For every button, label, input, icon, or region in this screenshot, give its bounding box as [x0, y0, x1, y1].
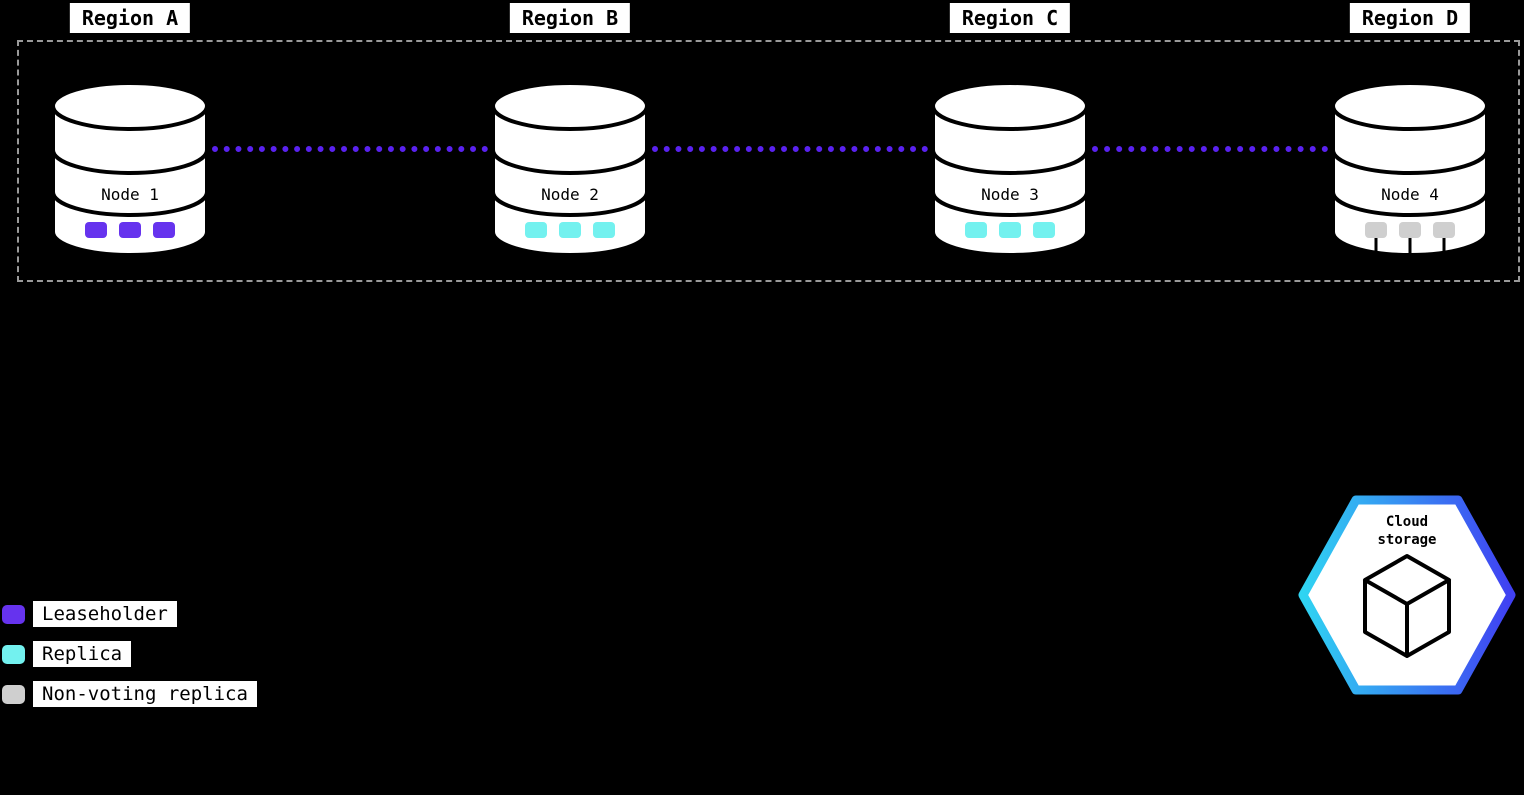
legend-label: Replica — [33, 641, 132, 667]
cylinder-top — [931, 81, 1089, 131]
node-label: Node 3 — [981, 185, 1039, 204]
node-label: Node 4 — [1381, 185, 1439, 204]
replica-range-icon — [559, 222, 581, 238]
replication-link-1-2 — [212, 146, 488, 152]
region-label-b: Region B — [509, 3, 631, 33]
cluster-boundary — [17, 40, 1520, 282]
legend-label: Non-voting replica — [33, 681, 257, 707]
replica-swatch — [2, 644, 25, 664]
cloud-storage-label-line2: storage — [1377, 532, 1436, 548]
replication-link-2-3 — [652, 146, 928, 152]
replica-range-icon — [965, 222, 987, 238]
database-node-4: Node 4 — [1331, 81, 1489, 257]
replica-range-icon — [999, 222, 1021, 238]
node-label: Node 1 — [101, 185, 159, 204]
hexagon-outline — [1298, 495, 1516, 695]
leaseholder-swatch — [2, 604, 25, 624]
non-voting-replica-swatch — [2, 684, 25, 704]
cylinder-band-line — [931, 149, 1089, 175]
non-voting-replica-range-icon — [1365, 222, 1387, 238]
legend-item-non-voting-replica: Non-voting replica — [2, 681, 257, 707]
legend-item-leaseholder: Leaseholder — [2, 601, 177, 627]
region-label-a: Region A — [69, 3, 191, 33]
cylinder-band-line — [931, 191, 1089, 217]
cylinder-top — [491, 81, 649, 131]
cylinder-band-line — [491, 191, 649, 217]
cylinder-band-line — [1331, 149, 1489, 175]
cloud-storage: Cloud storage — [1298, 495, 1516, 695]
region-label-d: Region D — [1349, 3, 1471, 33]
replica-range-icon — [593, 222, 615, 238]
node-label: Node 2 — [541, 185, 599, 204]
non-voting-replica-range-icon — [1433, 222, 1455, 238]
cylinder-band-line — [51, 191, 209, 217]
database-node-1: Node 1 — [51, 81, 209, 257]
leaseholder-range-icon — [119, 222, 141, 238]
legend-item-replica: Replica — [2, 641, 132, 667]
replica-range-icon — [525, 222, 547, 238]
leaseholder-range-icon — [153, 222, 175, 238]
replica-range-icon — [1033, 222, 1055, 238]
database-node-2: Node 2 — [491, 81, 649, 257]
cylinder-top — [51, 81, 209, 131]
legend-label: Leaseholder — [33, 601, 177, 627]
cylinder-band-line — [1331, 191, 1489, 217]
non-voting-replica-range-icon — [1399, 222, 1421, 238]
region-label-c: Region C — [949, 3, 1071, 33]
cylinder-top — [1331, 81, 1489, 131]
database-node-3: Node 3 — [931, 81, 1089, 257]
cloud-storage-label-line1: Cloud — [1386, 514, 1428, 530]
cylinder-band-line — [51, 149, 209, 175]
leaseholder-range-icon — [85, 222, 107, 238]
cylinder-band-line — [491, 149, 649, 175]
replication-link-3-4 — [1092, 146, 1328, 152]
cube-icon — [1363, 554, 1451, 658]
